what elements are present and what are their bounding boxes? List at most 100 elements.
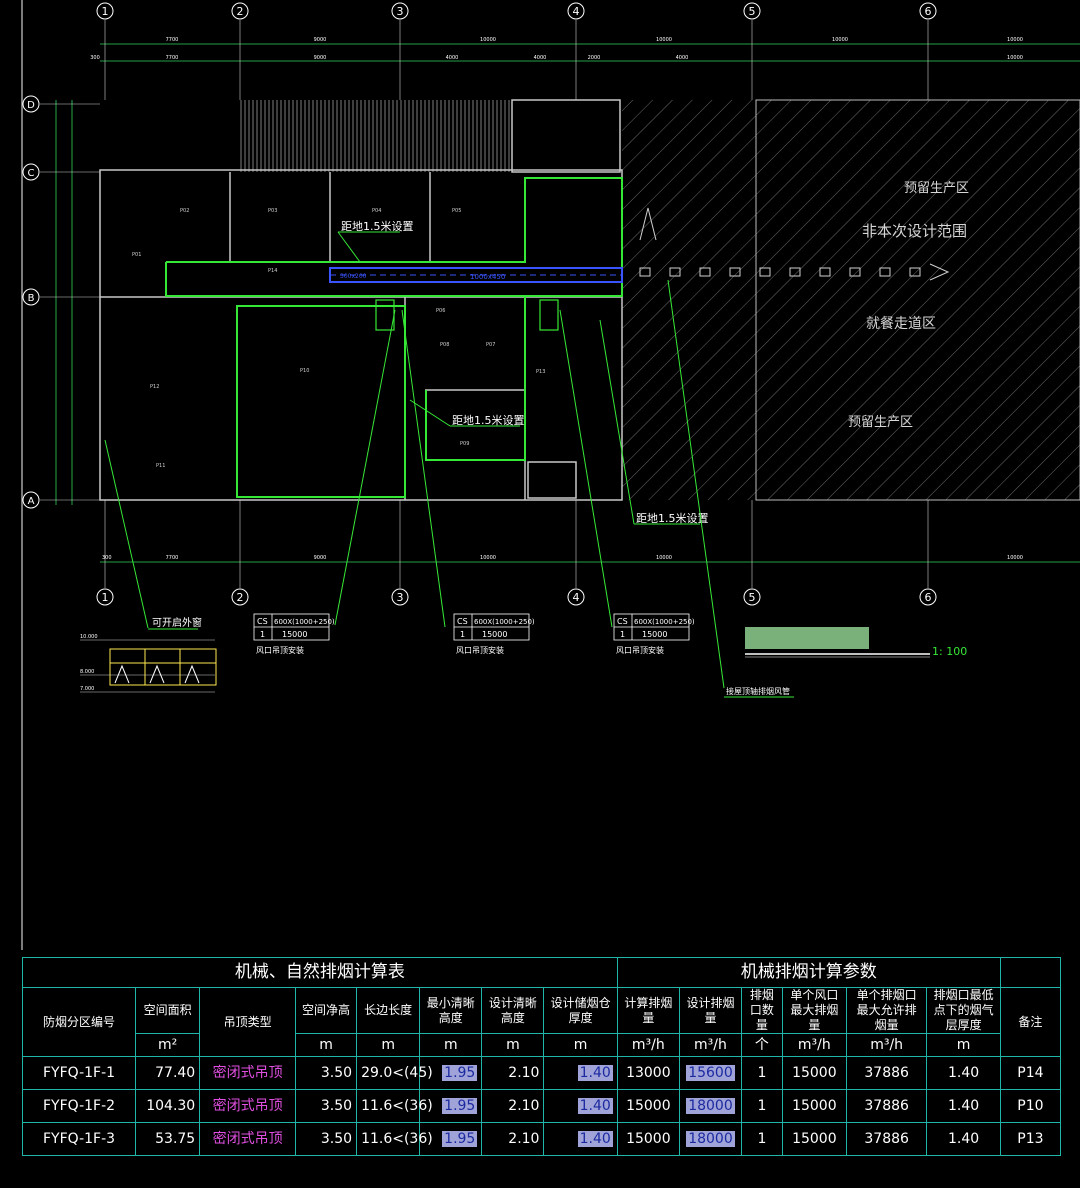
unit-cell: m³/h	[845, 1033, 928, 1057]
axis-bubbles-top: 1 2 3 4 5 6	[96, 2, 937, 20]
legend-caption: 风口吊顶安装	[456, 645, 504, 655]
duct-size-label: 1000x450	[470, 273, 505, 281]
header-cell: 长边长度	[356, 987, 421, 1034]
dimension-text: 7700	[166, 37, 179, 43]
room-label: P13	[536, 369, 545, 375]
axis-bubbles-left: D C B A	[22, 95, 40, 509]
cell-min-clear: 1.95	[419, 1122, 483, 1156]
legend-qty: 1	[620, 630, 625, 639]
unit-cell: m³/h	[678, 1033, 743, 1057]
floor-plan-drawing: 1 2 3 4 5 6 7700 9000 10000 10000 10000 …	[21, 0, 1080, 950]
axis-label: B	[28, 293, 35, 304]
cell-note: P14	[999, 1056, 1062, 1090]
legend-code: CS	[617, 617, 628, 626]
legend-flow: 15000	[282, 630, 307, 639]
cell-design-clear: 2.10	[481, 1122, 545, 1156]
cell-outlets: 1	[741, 1056, 783, 1090]
legend-qty: 1	[460, 630, 465, 639]
table-row: FYFQ-1F-3 53.75 密闭式吊顶 3.50 11.6<(36) 1.9…	[21, 1122, 1062, 1156]
table-title-right: 机械排烟计算参数	[616, 957, 1001, 988]
axis-label: 2	[237, 591, 244, 604]
cell-calc-flow: 15000	[616, 1089, 680, 1123]
duct-note: 300x200	[340, 273, 367, 280]
header-cell: 计算排烟量	[616, 987, 680, 1034]
axis-bubble: 3	[391, 2, 409, 20]
cell-smoke-thick: 1.40	[543, 1056, 618, 1090]
axis-label: 5	[749, 591, 756, 604]
header-cell: 单个排烟口最大允许排烟量	[845, 987, 928, 1034]
axis-bubble: 3	[391, 588, 409, 606]
legend-caption: 风口吊顶安装	[616, 645, 664, 655]
header-cell: 排烟口最低点下的烟气层厚度	[926, 987, 1001, 1034]
header-cell: 排烟口数量	[741, 987, 783, 1034]
dimension-text: 4000	[534, 55, 547, 61]
axis-label: C	[28, 168, 35, 179]
dimension-text: 2000	[588, 55, 601, 61]
cell-max-outlet: 15000	[781, 1089, 847, 1123]
flow-arrows	[639, 207, 950, 281]
dimension-text: 10000	[1007, 555, 1023, 561]
cell-design-flow: 18000	[678, 1122, 743, 1156]
cell-allow-outlet: 37886	[845, 1089, 928, 1123]
highlight-value: 1.95	[442, 1097, 478, 1114]
cell-note: P10	[999, 1089, 1062, 1123]
axis-label: 6	[925, 591, 932, 604]
unit-cell: m	[294, 1033, 358, 1057]
header-cell: 备注	[999, 987, 1062, 1057]
cell-height: 3.50	[294, 1056, 358, 1090]
cell-zone: FYFQ-1F-3	[21, 1122, 137, 1156]
axis-bubbles-bottom: 1 2 3 4 5 6	[96, 588, 937, 606]
header-cell: 单个风口最大排烟量	[781, 987, 847, 1034]
room-label: P01	[132, 252, 141, 258]
legend-code: CS	[257, 617, 268, 626]
scale-label: 1: 100	[932, 645, 967, 658]
smoke-vent-icon	[539, 299, 559, 331]
table-row: FYFQ-1F-1 77.40 密闭式吊顶 3.50 29.0<(45) 1.9…	[21, 1056, 1062, 1090]
legend-box: CS 600X(1000+250) 1 15000 风口吊顶安装	[613, 613, 695, 655]
cell-calc-flow: 15000	[616, 1122, 680, 1156]
elevation-label: 7.000	[80, 686, 94, 692]
dimension-text: 9000	[314, 37, 327, 43]
table-title-left: 机械、自然排烟计算表	[22, 957, 618, 988]
axis-label: 4	[573, 5, 580, 18]
room-label: P09	[460, 441, 469, 447]
unit-cell: m	[543, 1033, 618, 1057]
dimension-text: 10000	[1007, 55, 1023, 61]
legend-box: CS 600X(1000+250) 1 15000 风口吊顶安装	[453, 613, 535, 655]
cell-length: 29.0<(45)	[356, 1056, 433, 1090]
cell-ceiling: 密闭式吊顶	[199, 1089, 296, 1123]
cell-height: 3.50	[294, 1089, 358, 1123]
room-label: P05	[452, 208, 461, 214]
dimension-text: 9000	[314, 555, 327, 561]
room-label: P10	[300, 368, 309, 374]
room-label: P04	[372, 208, 381, 214]
axis-bubble: B	[22, 288, 40, 306]
header-cell: 空间净高	[294, 987, 358, 1034]
highlight-value: 1.40	[577, 1097, 613, 1114]
zone-label: 预留生产区	[848, 415, 913, 430]
dimension-text: 10000	[832, 37, 848, 43]
cell-design-flow: 18000	[678, 1089, 743, 1123]
cell-design-clear: 2.10	[481, 1056, 545, 1090]
cell-outlets: 1	[741, 1122, 783, 1156]
dimension-text: 4000	[446, 55, 459, 61]
axis-label: 3	[397, 5, 404, 18]
dimension-text: 10000	[480, 37, 496, 43]
axis-bubble: 6	[919, 2, 937, 20]
cell-outlets: 1	[741, 1089, 783, 1123]
dimension-text: 9000	[314, 55, 327, 61]
drawing-title-block	[745, 627, 869, 649]
axis-label: D	[27, 100, 35, 111]
unit-cell: m³/h	[616, 1033, 680, 1057]
cell-length: 11.6<(36)	[356, 1122, 433, 1156]
height-note: 距地1.5米设置	[341, 220, 414, 233]
legend-caption: 风口吊顶安装	[256, 645, 304, 655]
axis-bubble: 5	[743, 588, 761, 606]
axis-bubble: 2	[231, 2, 249, 20]
smoke-duct: 1000x450 300x200	[329, 267, 623, 331]
axis-bubble: A	[22, 491, 40, 509]
cell-allow-outlet: 37886	[845, 1056, 928, 1090]
room-label: P11	[156, 463, 165, 469]
cell-design-clear: 2.10	[481, 1089, 545, 1123]
height-note: 距地1.5米设置	[636, 512, 709, 525]
